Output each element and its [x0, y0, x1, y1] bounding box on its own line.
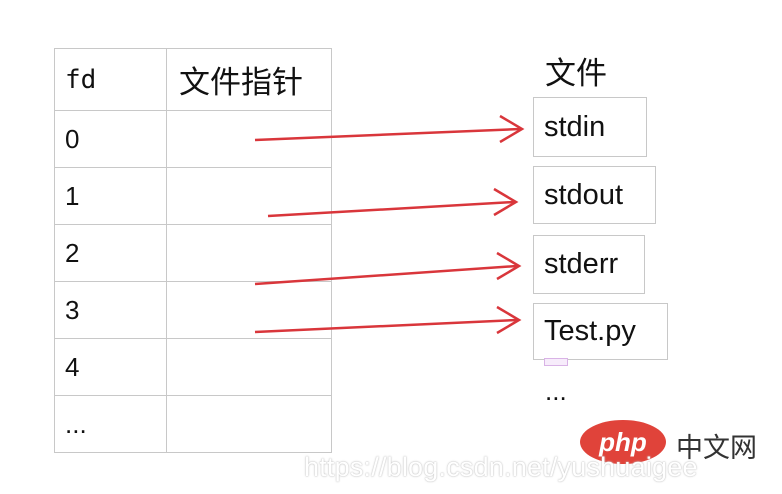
- table-row: 4: [54, 338, 332, 396]
- table-row: 2: [54, 224, 332, 282]
- fd-cell: 2: [54, 224, 167, 282]
- csdn-watermark: https://blog.csdn.net/yushuaigee: [304, 452, 698, 482]
- files-more: ...: [545, 376, 567, 406]
- file-box-stdout: stdout: [533, 166, 656, 224]
- file-box-stdin: stdin: [533, 97, 647, 157]
- fd-cell: 1: [54, 167, 167, 225]
- selection-marker: [544, 358, 568, 366]
- php-logo-suffix: 中文网: [676, 433, 757, 464]
- header-fd: fd: [54, 48, 167, 111]
- arrow-fd2-stderr: [254, 251, 522, 286]
- fd-cell: 3: [54, 281, 167, 339]
- table-row: 1: [54, 167, 332, 225]
- file-box-test-py: Test.py: [533, 303, 668, 360]
- file-box-stderr: stderr: [533, 235, 645, 294]
- pointer-cell: [166, 338, 332, 396]
- pointer-cell: [166, 395, 332, 453]
- arrow-fd3-test-py: [254, 305, 522, 335]
- table-row: ...: [54, 395, 332, 453]
- fd-cell: ...: [54, 395, 167, 453]
- fd-cell: 4: [54, 338, 167, 396]
- pointer-cell: [166, 167, 332, 225]
- php-logo: php: [580, 420, 666, 464]
- table-header-row: fd 文件指针: [54, 48, 332, 111]
- arrow-fd0-stdin: [254, 114, 525, 144]
- header-file-pointer: 文件指针: [166, 48, 332, 111]
- files-title: 文件: [545, 56, 607, 92]
- table-row: 3: [54, 281, 332, 339]
- fd-cell: 0: [54, 110, 167, 168]
- arrow-fd1-stdout: [267, 187, 519, 218]
